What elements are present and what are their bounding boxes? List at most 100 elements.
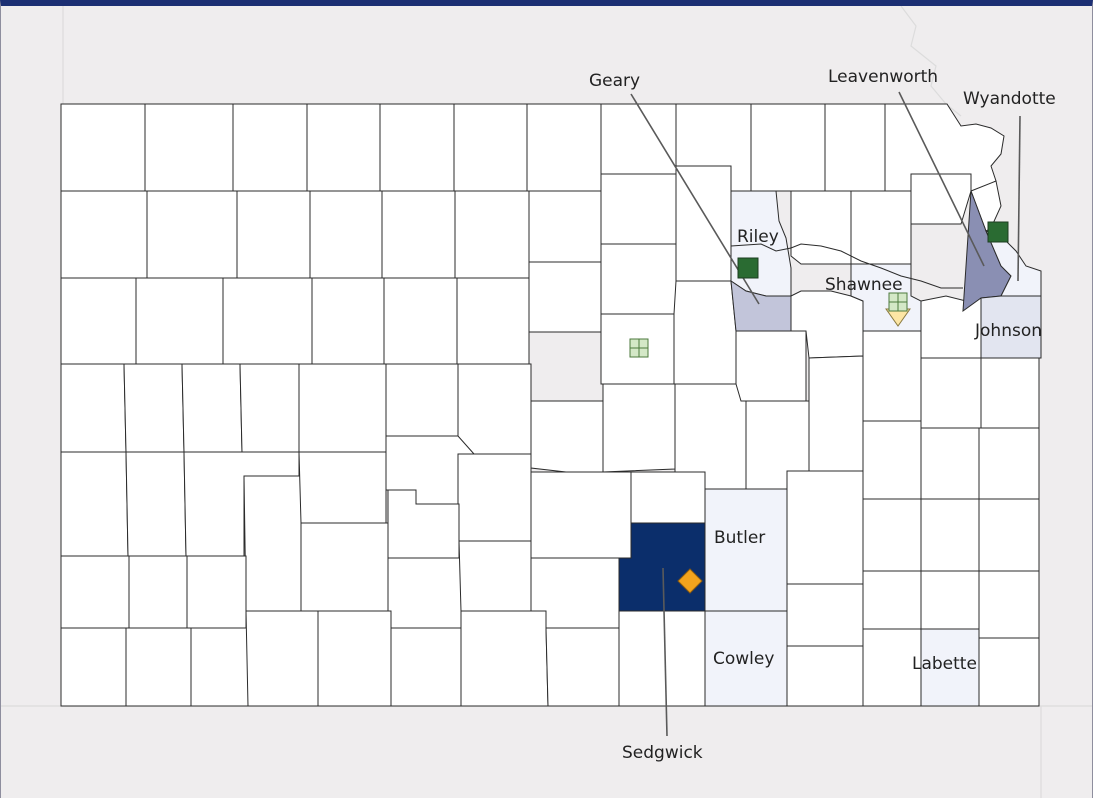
label-butler: Butler xyxy=(714,528,765,548)
leader-sedgwick xyxy=(662,567,668,737)
county xyxy=(824,103,886,192)
county xyxy=(383,277,458,365)
county xyxy=(980,357,1040,429)
county xyxy=(232,103,308,192)
highlighted-counties xyxy=(618,190,1042,707)
county xyxy=(862,498,922,572)
county xyxy=(123,363,185,453)
county xyxy=(675,165,732,282)
county xyxy=(630,471,706,524)
county xyxy=(978,570,1040,639)
county-cowley xyxy=(704,610,788,707)
county xyxy=(298,363,387,453)
county xyxy=(526,103,602,192)
county xyxy=(186,555,247,629)
county xyxy=(920,295,982,359)
kansas-river-line xyxy=(730,243,963,289)
county xyxy=(190,627,249,707)
county xyxy=(243,475,302,612)
county xyxy=(910,173,972,225)
label-labette: Labette xyxy=(912,654,977,674)
county xyxy=(456,277,530,365)
orange-diamond-icon xyxy=(677,568,703,594)
county xyxy=(454,190,530,279)
county xyxy=(978,498,1040,572)
leader-leavenworth xyxy=(898,91,985,267)
leader-wyandotte xyxy=(1017,115,1021,282)
label-leavenworth: Leavenworth xyxy=(828,67,938,87)
county xyxy=(600,243,677,315)
county-wyandotte xyxy=(985,230,1042,297)
county xyxy=(60,555,130,629)
county xyxy=(920,498,980,572)
county xyxy=(600,173,677,245)
county xyxy=(309,190,383,279)
county xyxy=(920,427,980,500)
label-geary: Geary xyxy=(589,71,640,91)
label-shawnee: Shawnee xyxy=(825,275,903,295)
county xyxy=(618,610,706,707)
county xyxy=(920,570,980,630)
county xyxy=(850,190,912,265)
county xyxy=(862,570,922,630)
county xyxy=(381,190,456,279)
county xyxy=(135,277,224,365)
grid-square-icon xyxy=(629,338,649,358)
label-riley: Riley xyxy=(737,227,779,247)
county xyxy=(602,383,676,473)
grid-square-icon xyxy=(888,292,908,312)
county-johnson xyxy=(980,295,1042,359)
county xyxy=(978,427,1040,500)
county xyxy=(458,540,532,612)
county xyxy=(457,453,532,542)
county xyxy=(390,627,462,707)
county xyxy=(236,190,311,279)
county xyxy=(387,557,462,629)
county xyxy=(530,471,632,559)
county xyxy=(786,583,864,647)
county xyxy=(311,277,385,365)
county-labels: Geary Leavenworth Wyandotte Riley Shawne… xyxy=(589,67,1056,763)
label-sedgwick: Sedgwick xyxy=(622,743,703,763)
county xyxy=(245,610,319,707)
county xyxy=(808,355,864,472)
county xyxy=(457,363,532,455)
county xyxy=(379,103,455,192)
county xyxy=(528,190,602,263)
county xyxy=(144,103,234,192)
county xyxy=(528,261,602,333)
county xyxy=(600,103,677,175)
county xyxy=(239,363,300,453)
county xyxy=(460,610,549,707)
county xyxy=(317,610,392,707)
leader-lines xyxy=(630,91,1021,737)
county-geary xyxy=(730,279,792,332)
county xyxy=(306,103,381,192)
green-square-icon xyxy=(987,221,1009,243)
county xyxy=(60,451,129,557)
county xyxy=(60,103,146,192)
county xyxy=(862,420,922,500)
label-cowley: Cowley xyxy=(713,649,774,669)
county xyxy=(300,522,389,612)
county-grid xyxy=(60,103,1040,707)
county xyxy=(128,555,188,629)
green-square-icon xyxy=(737,257,759,279)
county xyxy=(60,277,137,365)
county xyxy=(735,330,807,402)
county xyxy=(222,277,313,365)
county xyxy=(530,400,604,473)
county xyxy=(862,330,922,422)
county xyxy=(453,103,528,192)
county xyxy=(125,451,187,557)
county-labette xyxy=(920,628,980,707)
county xyxy=(125,627,192,707)
county xyxy=(146,190,238,279)
county xyxy=(750,103,826,192)
county xyxy=(60,190,148,279)
county-butler xyxy=(704,488,788,612)
label-johnson: Johnson xyxy=(974,321,1042,341)
county xyxy=(181,363,243,453)
county xyxy=(786,645,864,707)
